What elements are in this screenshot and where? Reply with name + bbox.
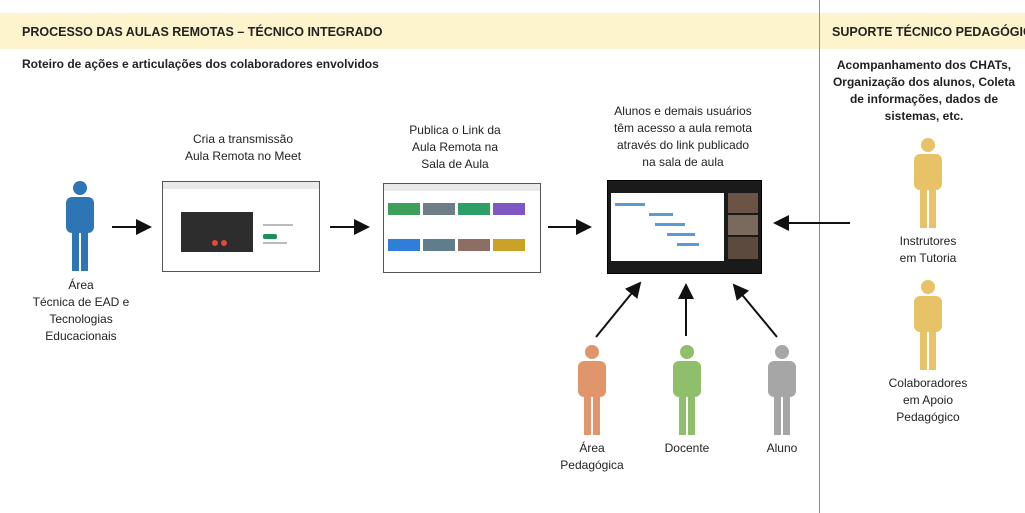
- label-line: Aula Remota no Meet: [184, 149, 302, 163]
- label-ead: Área Técnica de EAD e Tecnologias Educac…: [22, 277, 140, 345]
- class-card: [493, 203, 525, 215]
- shared-screen: [611, 193, 724, 261]
- person-docente-icon: [673, 345, 701, 435]
- support-description: Acompanhamento dos CHATs, Organização do…: [826, 57, 1022, 125]
- arrow-pedagogica-to-aula: [595, 281, 642, 338]
- person-ead-icon: [66, 181, 94, 271]
- label-line: em Tutoria: [899, 251, 957, 265]
- label-aluno: Aluno: [737, 440, 827, 457]
- gantt-bar: [615, 203, 645, 206]
- label-line: Pedagógico: [896, 410, 960, 424]
- label-line: Docente: [664, 441, 710, 455]
- support-line: Organização dos alunos, Coleta: [832, 75, 1016, 89]
- label-line: Alunos e demais usuários: [614, 104, 752, 118]
- person-instrutores-icon: [914, 138, 942, 228]
- diagram-subtitle: Roteiro de ações e articulações dos cola…: [22, 57, 379, 71]
- label-line: Educacionais: [45, 329, 117, 343]
- label-line: Aluno: [766, 441, 798, 455]
- label-alunos-acesso: Alunos e demais usuários têm acesso a au…: [593, 103, 773, 171]
- label-meet: Cria a transmissão Aula Remota no Meet: [163, 131, 323, 165]
- label-instrutores: Instrutores em Tutoria: [870, 233, 986, 267]
- support-title: SUPORTE TÉCNICO PEDAGÓGICO: [832, 25, 1025, 39]
- class-card: [458, 239, 490, 251]
- label-line: Cria a transmissão: [192, 132, 294, 146]
- participant-video: [728, 193, 758, 213]
- label-pedagogica: Área Pedagógica: [547, 440, 637, 474]
- meet-screenshot: [162, 181, 320, 272]
- person-aluno-icon: [768, 345, 796, 435]
- label-line: Área: [579, 441, 605, 455]
- label-line: Aula Remota na: [411, 140, 499, 154]
- label-line: Publica o Link da: [409, 123, 501, 137]
- page-title: PROCESSO DAS AULAS REMOTAS – TÉCNICO INT…: [22, 25, 383, 39]
- person-colaboradores-icon: [914, 280, 942, 370]
- gantt-bar: [677, 243, 699, 246]
- browser-bar: [384, 184, 540, 191]
- mic-icon: [212, 240, 218, 246]
- label-line: Área: [68, 278, 94, 292]
- person-pedagogica-icon: [578, 345, 606, 435]
- label-line: Colaboradores: [888, 376, 968, 390]
- class-card: [423, 239, 455, 251]
- label-colaboradores: Colaboradores em Apoio Pedagógico: [870, 375, 986, 426]
- label-line: Sala de Aula: [421, 157, 489, 171]
- text-line: [263, 224, 293, 226]
- remote-class-screenshot: [607, 180, 762, 274]
- support-line: de informações, dados de: [849, 92, 999, 106]
- arrow-aluno-to-aula: [732, 283, 778, 338]
- label-line: Pedagógica: [560, 458, 624, 472]
- class-card: [493, 239, 525, 251]
- participant-video: [728, 215, 758, 235]
- gantt-bar: [667, 233, 695, 236]
- label-line: têm acesso a aula remota: [613, 121, 753, 135]
- label-line: na sala de aula: [642, 155, 724, 169]
- label-line: através do link publicado: [616, 138, 750, 152]
- browser-bar: [163, 182, 319, 189]
- label-line: em Apoio: [902, 393, 954, 407]
- class-card: [388, 239, 420, 251]
- video-preview: [181, 212, 253, 252]
- class-card: [423, 203, 455, 215]
- camera-icon: [221, 240, 227, 246]
- gantt-bar: [655, 223, 685, 226]
- class-card: [388, 203, 420, 215]
- label-docente: Docente: [642, 440, 732, 457]
- classroom-screenshot: [383, 183, 541, 273]
- gantt-bar: [649, 213, 673, 216]
- label-line: Técnica de EAD e: [32, 295, 130, 309]
- support-line: Acompanhamento dos CHATs,: [836, 58, 1012, 72]
- text-line: [263, 242, 287, 244]
- class-card: [458, 203, 490, 215]
- header-band: [0, 13, 1025, 49]
- label-line: Instrutores: [899, 234, 957, 248]
- label-publica: Publica o Link da Aula Remota na Sala de…: [390, 122, 520, 173]
- label-line: Tecnologias: [49, 312, 113, 326]
- section-divider: [819, 0, 820, 513]
- participant-video: [728, 237, 758, 259]
- join-button: [263, 234, 277, 239]
- support-line: sistemas, etc.: [884, 109, 964, 123]
